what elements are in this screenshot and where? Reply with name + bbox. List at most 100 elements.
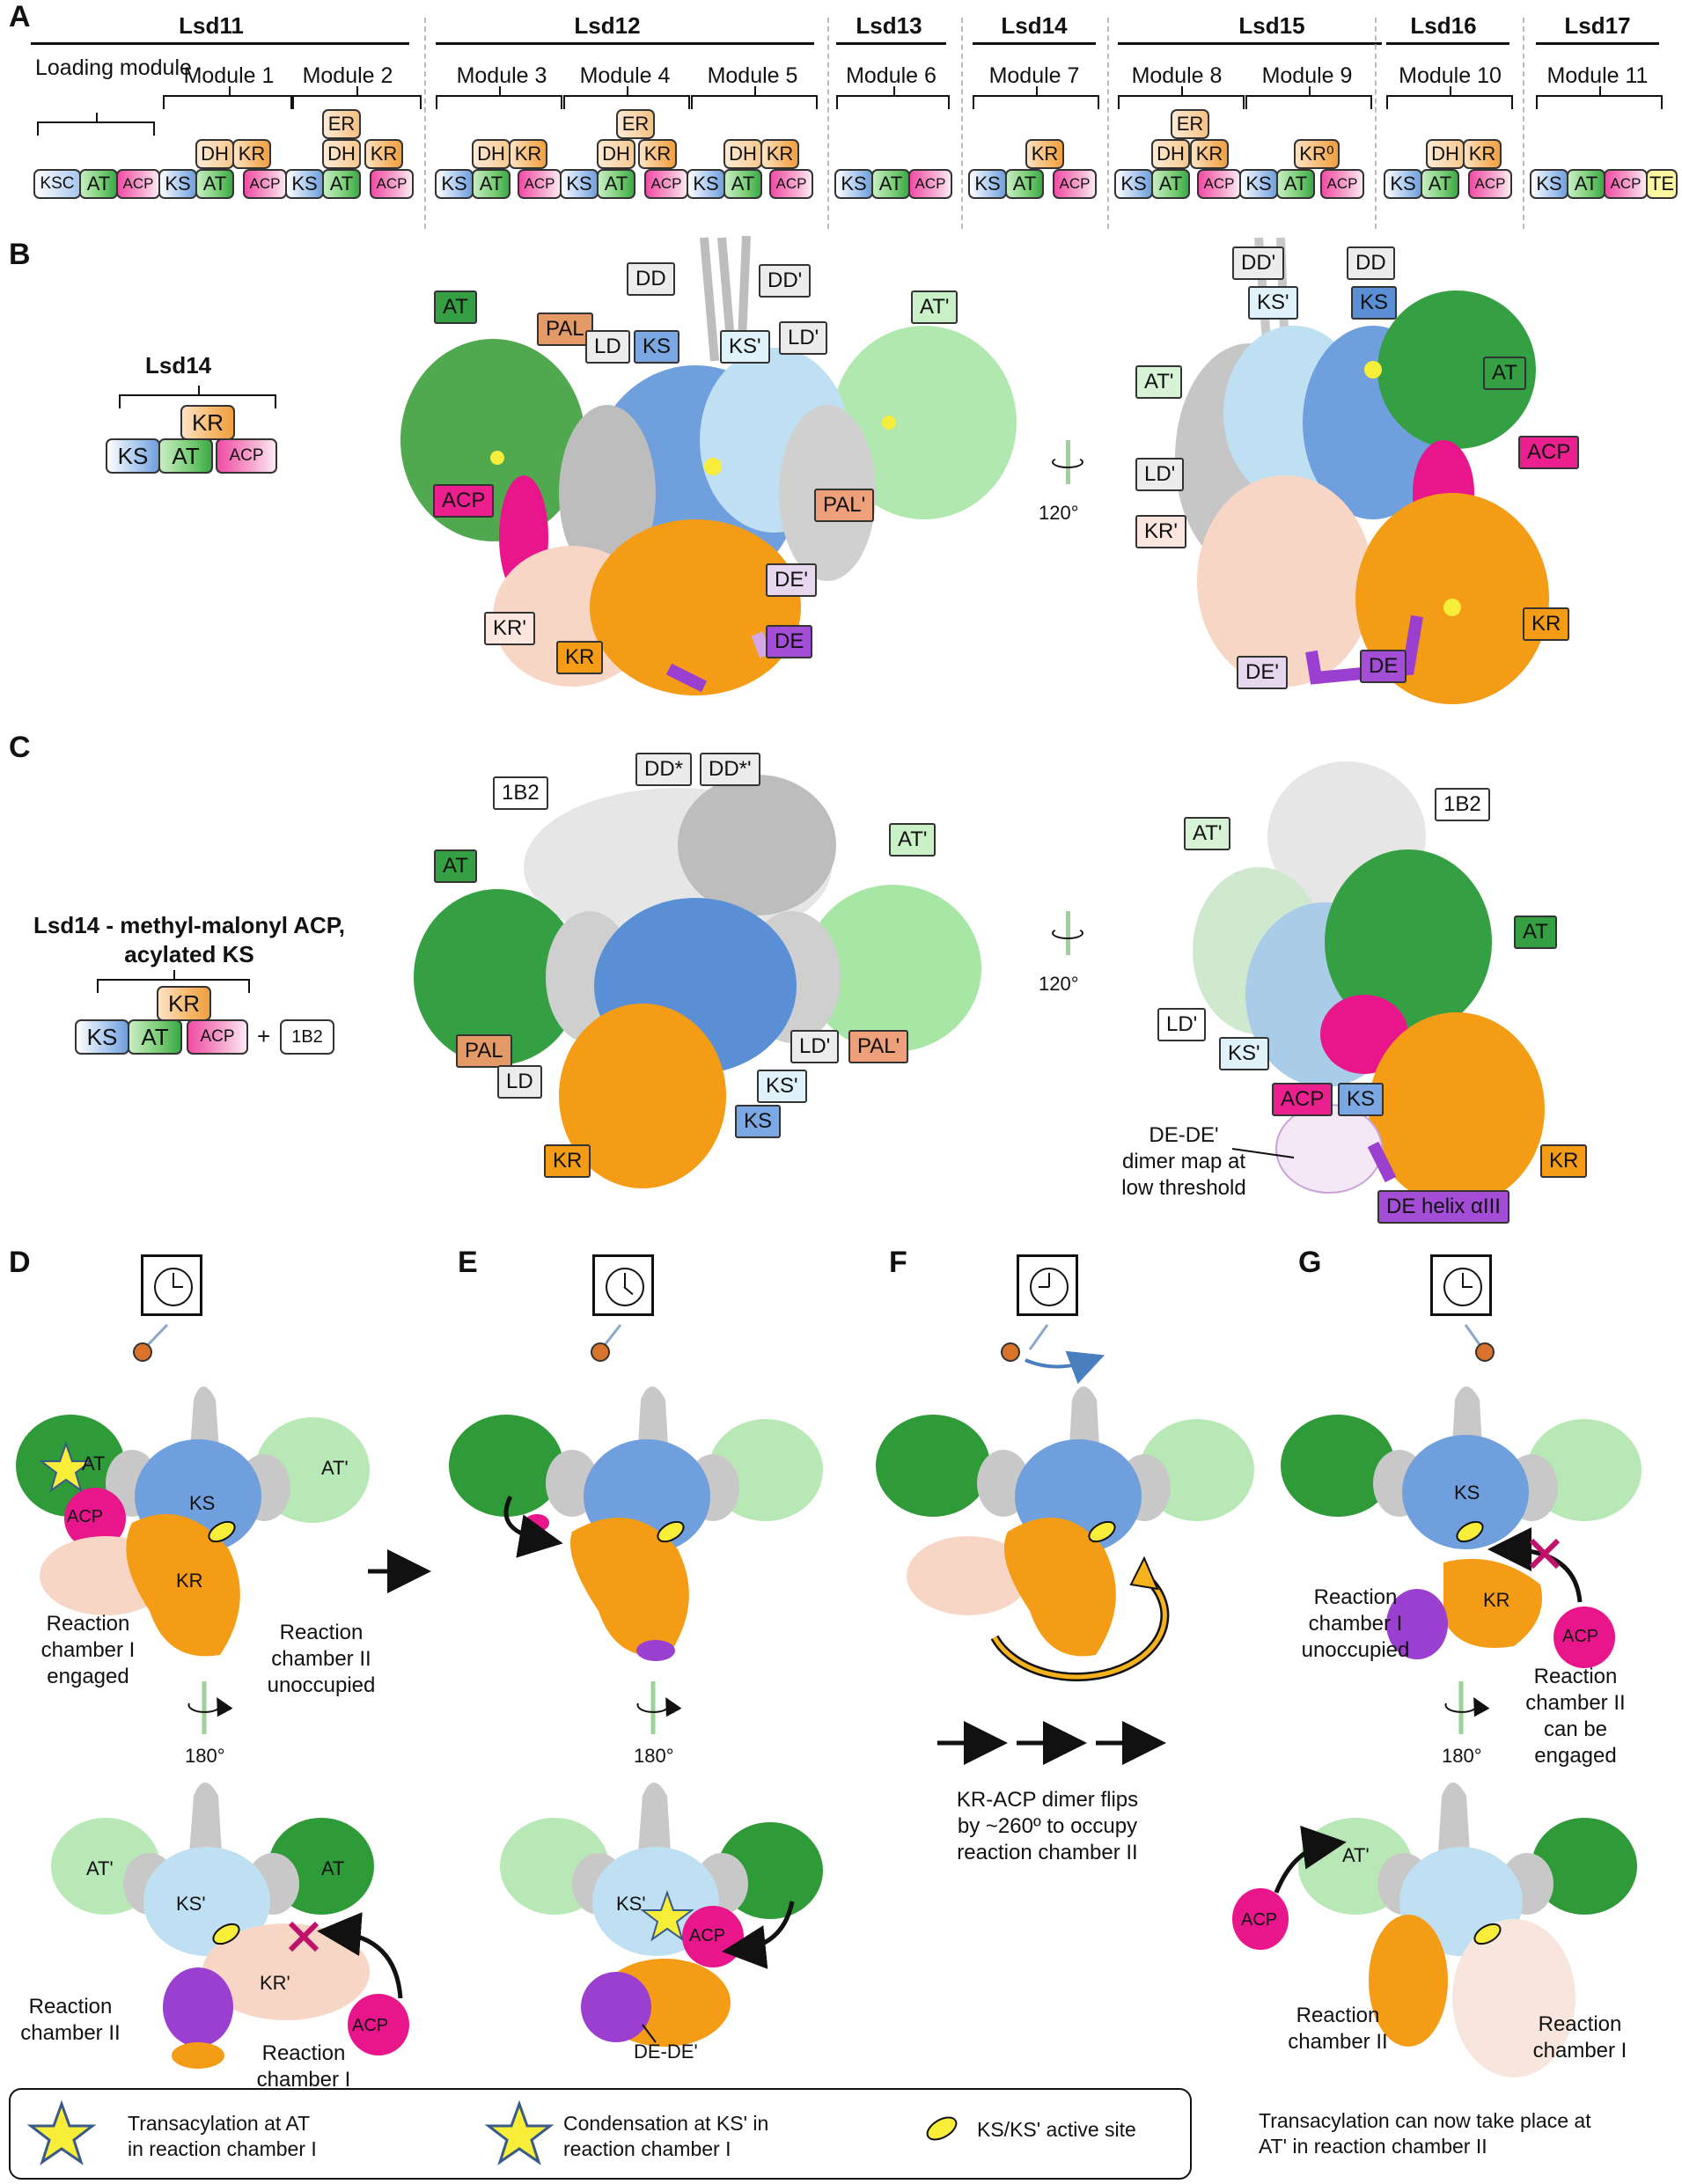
caption-line: reaction chamber II (957, 1841, 1138, 1864)
panel-e-rotation (636, 1681, 682, 1734)
legend-line: reaction chamber I (563, 2136, 731, 2160)
g-top-ks: KS (1454, 1482, 1480, 1504)
bracket (836, 86, 950, 109)
domain-ks: KS (560, 169, 599, 199)
caption-line: Reaction (1296, 2004, 1380, 2027)
domain-kr: KR (1463, 139, 1502, 169)
module-6: Module 6 (846, 63, 936, 88)
caption-line: chamber II (20, 2021, 121, 2045)
g-bottom-at-prime: AT' (1342, 1844, 1370, 1866)
label-kr-prime: KR' (1135, 515, 1186, 548)
module-loading: Loading module (35, 55, 192, 80)
caption-line: chamber I (1308, 1612, 1403, 1636)
d-top-at: AT (82, 1452, 106, 1474)
domain-kr: KR (1025, 139, 1064, 169)
bracket (1386, 86, 1513, 109)
domain-kr: KR (509, 139, 547, 169)
schematic-ks: KS (106, 438, 160, 474)
bracket (1245, 86, 1372, 109)
panel-letter-g: G (1298, 1246, 1322, 1279)
gene-line-lsd11 (31, 42, 409, 45)
domain-at: AT (322, 169, 361, 199)
domain-acp: ACP (518, 169, 562, 199)
label-1b2: 1B2 (493, 776, 548, 810)
domain-te: TE (1646, 169, 1678, 199)
bracket (119, 386, 276, 408)
domain-dh: DH (1151, 139, 1190, 169)
gene-lsd14: Lsd14 (1001, 12, 1068, 39)
module-8: Module 8 (1131, 63, 1223, 88)
gene-lsd16: Lsd16 (1410, 12, 1477, 39)
label-ld-prime: LD' (1157, 1008, 1207, 1041)
gene-line-lsd13 (836, 42, 946, 45)
panel-c-schematic-title: Lsd14 - methyl-malonyl ACP, acylated KS (31, 911, 348, 968)
domain-ks: KS (968, 169, 1007, 199)
clock-icon (1017, 1254, 1078, 1316)
gene-line-lsd12 (436, 42, 814, 45)
domain-dh: DH (723, 139, 762, 169)
note-line: Transacylation can now take place at (1259, 2109, 1591, 2132)
legend-line: Transacylation at AT (128, 2112, 311, 2135)
e-rotation-label: 180° (634, 1745, 674, 1767)
domain-ks: KS (1530, 169, 1568, 199)
g-top-kr: KR (1483, 1589, 1510, 1611)
bracket (436, 86, 562, 109)
clock-icon (1430, 1254, 1492, 1316)
d-top-kr: KR (176, 1570, 203, 1592)
label-pal: PAL (456, 1034, 512, 1068)
label-acp: ACP (433, 484, 495, 518)
domain-kr0: KR⁰ (1294, 139, 1340, 169)
d-bottom-at-prime: AT' (86, 1857, 114, 1879)
panel-letter-f: F (889, 1246, 907, 1279)
schematic-ks: KS (75, 1019, 129, 1055)
rotation-icon (1052, 911, 1087, 955)
domain-acp: ACP (644, 169, 688, 199)
caption-line: Reaction (1538, 2012, 1622, 2036)
domain-ks: KS (834, 169, 873, 199)
label-ld: LD (497, 1065, 542, 1099)
domain-acp: ACP (769, 169, 813, 199)
label-kr-prime: KR' (484, 612, 535, 645)
domain-at: AT (1151, 169, 1190, 199)
label-ld-prime: LD' (1135, 458, 1185, 491)
separator (827, 18, 829, 229)
e-bottom-ks-prime: KS' (616, 1893, 646, 1915)
panel-g-rotation (1444, 1681, 1490, 1734)
label-1b2: 1B2 (1435, 788, 1490, 821)
d-bottom-kr-prime: KR' (260, 1972, 290, 1994)
bracket (1536, 86, 1663, 109)
separator (424, 18, 426, 229)
gene-lsd17: Lsd17 (1564, 12, 1631, 39)
caption-line: engaged (1534, 1744, 1617, 1768)
label-de: DE (766, 625, 813, 658)
label-ks-prime: KS' (720, 330, 770, 364)
module-4: Module 4 (579, 63, 671, 88)
clock-pendulums (133, 1323, 1495, 1385)
domain-dh: DH (195, 139, 234, 169)
label-at: AT (1483, 357, 1526, 390)
caption-line: engaged (47, 1665, 129, 1688)
legend-line: Condensation at KS' in (563, 2112, 769, 2135)
module-9: Module 9 (1261, 63, 1353, 88)
label-de-prime: DE' (1237, 656, 1288, 689)
caption-line: Reaction (1313, 1585, 1398, 1609)
domain-kr: KR (638, 139, 677, 169)
panel-letter-e: E (458, 1246, 478, 1279)
annotation-line-2: dimer map at (1121, 1150, 1246, 1173)
label-kr: KR (1540, 1144, 1588, 1178)
panel-g-bottom-model (1232, 1783, 1637, 2077)
caption-line: unoccupied (1301, 1638, 1410, 1662)
domain-at: AT (472, 169, 510, 199)
label-at-prime: AT' (1184, 817, 1231, 850)
panel-g-top-model (1281, 1386, 1642, 1668)
caption-line: Reaction (46, 1612, 130, 1636)
label-de-prime: DE' (766, 563, 817, 597)
bracket (691, 86, 818, 109)
domain-at: AT (1005, 169, 1044, 199)
module-1: Module 1 (183, 63, 275, 88)
legend-active-site: KS/KS' active site (977, 2118, 1136, 2141)
